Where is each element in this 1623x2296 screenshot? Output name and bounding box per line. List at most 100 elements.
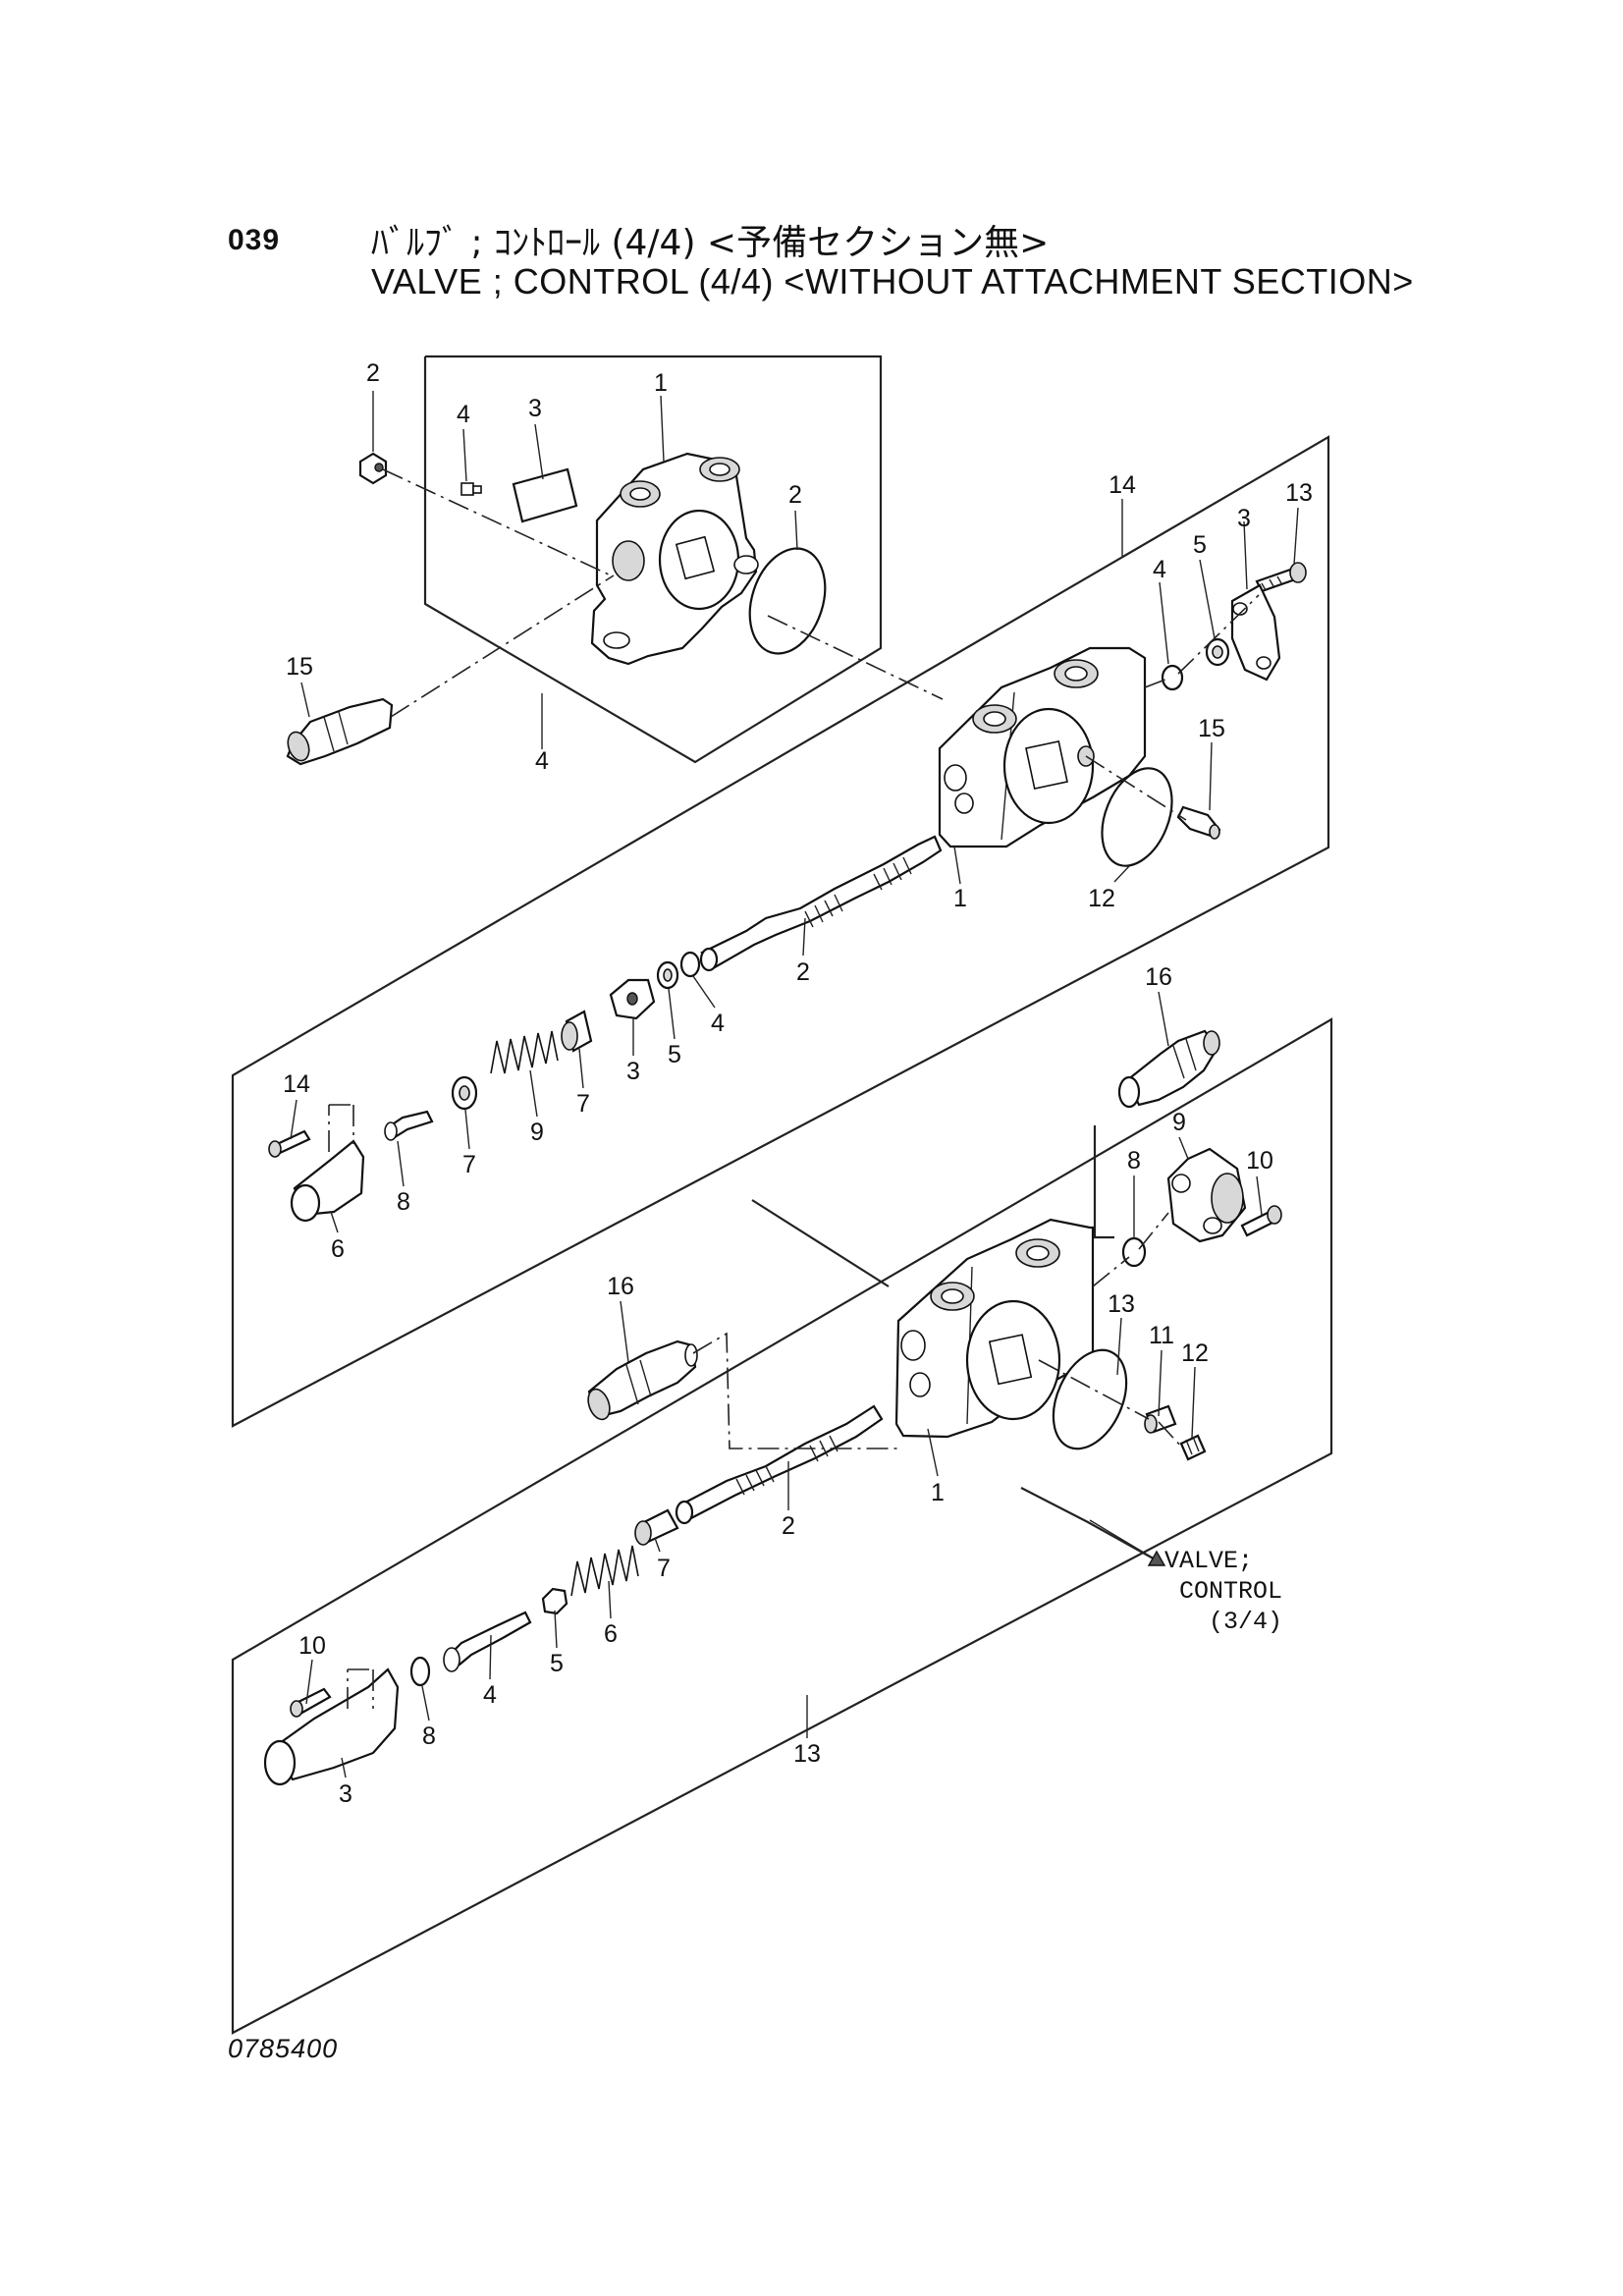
callout-13-oring: 13: [1108, 1290, 1135, 1318]
top-group-frame: [423, 355, 883, 764]
callout-4-group: 4: [535, 747, 549, 775]
callout-10-screw-left: 10: [298, 1632, 326, 1660]
plate-part-3-top: [512, 467, 578, 523]
callout-8-oring-right: 8: [1127, 1147, 1141, 1175]
callout-2-spool-lower: 2: [782, 1512, 795, 1540]
callout-1-body-upper: 1: [953, 885, 967, 912]
callout-8-oring-left: 8: [422, 1722, 436, 1750]
reference-note: VALVE; CONTROL (3/4): [1164, 1546, 1282, 1637]
valve-body-part-1-lower: [894, 1218, 1095, 1439]
callout-4-pin: 4: [483, 1681, 497, 1709]
top-group-centerlines: [382, 468, 944, 718]
housing-part-1-top: [590, 452, 759, 666]
callout-15-plug: 15: [286, 653, 313, 681]
screw-part-10-lower-left: [290, 1687, 332, 1718]
callout-10-screw-right: 10: [1246, 1147, 1273, 1175]
section-number: 039: [228, 224, 281, 256]
title-japanese: ﾊﾞﾙﾌﾞ ; ｺﾝﾄﾛｰﾙ (4/4) <予備セクション無>: [371, 223, 1050, 263]
callout-13-section: 13: [793, 1740, 821, 1768]
section-14-frame: [231, 435, 1330, 1428]
callout-7-seat-middle: 7: [576, 1090, 590, 1118]
callout-3-plate: 3: [528, 395, 542, 422]
cap-part-3-lower: [263, 1667, 400, 1786]
callout-9-spring: 9: [530, 1119, 544, 1146]
callout-4-screw: 4: [457, 401, 470, 428]
oring-part-13-lower: [1052, 1348, 1128, 1450]
callout-5-washer-middle: 5: [668, 1041, 681, 1068]
title-english: VALVE ; CONTROL (4/4) <WITHOUT ATTACHMEN…: [371, 261, 1414, 301]
callout-3-cap-lower: 3: [339, 1780, 352, 1808]
seat-part-7-lower: [634, 1508, 679, 1546]
pin-part-4-lower: [443, 1611, 532, 1672]
section-14-leaders: [290, 499, 1299, 1233]
callout-5-stopper: 5: [550, 1650, 564, 1677]
spool-part-2-lower: [675, 1404, 884, 1525]
callout-15-fitting: 15: [1198, 715, 1225, 742]
callout-12-screw: 12: [1181, 1339, 1209, 1367]
callout-1-housing: 1: [654, 369, 668, 397]
cover-part-9-lower: [1166, 1147, 1247, 1243]
callout-2-nut: 2: [366, 359, 380, 387]
oring-part-8-lower-left: [409, 1656, 431, 1687]
callout-7-seat-lower: 7: [657, 1555, 671, 1582]
plate-part-3-middle: [609, 978, 656, 1020]
callout-5-washer-upper: 5: [1193, 531, 1207, 559]
section-link-lines: [751, 1125, 1114, 1287]
callout-14-section: 14: [1109, 471, 1136, 499]
callout-1-body-lower: 1: [931, 1479, 945, 1506]
screw-part-13-upper: [1255, 562, 1307, 593]
reference-note-line1: VALVE;: [1164, 1547, 1254, 1575]
relief-part-16-left: [587, 1339, 698, 1421]
oring-part-4-middle: [679, 951, 701, 978]
washer-part-5-middle: [656, 960, 679, 990]
section-13-leaders: [305, 991, 1263, 1778]
reference-note-line3: (3/4): [1209, 1608, 1283, 1636]
seat-part-7-middle: [561, 1010, 593, 1053]
callout-9-cover: 9: [1172, 1109, 1186, 1136]
washer-part-5-upper: [1205, 637, 1230, 667]
callout-13-screw: 13: [1285, 479, 1313, 507]
cap-part-6-middle: [290, 1139, 365, 1223]
oring-part-12-upper: [1101, 767, 1173, 867]
relief-part-16-upper: [1117, 1029, 1220, 1109]
section-13-centerlines: [347, 1212, 1184, 1709]
callout-2-spool-upper: 2: [796, 958, 810, 986]
flange-part-3-upper: [1230, 583, 1281, 682]
drawing-number: 0785400: [228, 2034, 339, 2063]
callout-3-flange: 3: [1237, 505, 1251, 532]
top-group-leaders: [300, 391, 798, 749]
oring-part-4-upper: [1161, 664, 1184, 691]
callout-7-seat-left: 7: [462, 1151, 476, 1178]
spring-part-6-lower: [570, 1545, 639, 1597]
screw-part-10-lower-right: [1240, 1205, 1282, 1237]
screw-part-12-lower: [1179, 1434, 1207, 1461]
plug-part-11: [1144, 1404, 1177, 1434]
spool-part-2-upper: [699, 835, 943, 972]
oring-part-8-lower-right: [1121, 1236, 1147, 1268]
callout-4-oring-upper: 4: [1153, 556, 1166, 583]
callout-2-oring: 2: [788, 481, 802, 509]
callout-3-plate-middle: 3: [626, 1058, 640, 1085]
callout-4-oring-middle: 4: [711, 1010, 725, 1037]
fitting-part-15-upper: [1176, 805, 1221, 840]
callout-8-bolt: 8: [397, 1188, 410, 1216]
bolt-part-8-middle: [384, 1110, 434, 1141]
oring-part-2-top: [748, 547, 827, 655]
callout-11-plug: 11: [1149, 1322, 1174, 1349]
callout-16-relief-upper: 16: [1145, 963, 1172, 991]
section-14-centerlines: [328, 594, 1260, 1152]
callout-6-cap: 6: [331, 1235, 345, 1263]
callout-14-screw: 14: [283, 1070, 310, 1098]
plug-part-15-top: [286, 697, 394, 766]
callout-12-oring: 12: [1088, 885, 1115, 912]
screw-part-14-left: [268, 1129, 311, 1158]
callout-16-relief-left: 16: [607, 1273, 634, 1300]
spring-part-9: [490, 1030, 559, 1074]
callout-6-spring: 6: [604, 1620, 618, 1648]
reference-arrow: [1089, 1519, 1166, 1566]
reference-note-line2: CONTROL: [1179, 1577, 1283, 1606]
nut-part-2: [358, 452, 388, 485]
section-13-frame: [231, 1017, 1333, 2035]
